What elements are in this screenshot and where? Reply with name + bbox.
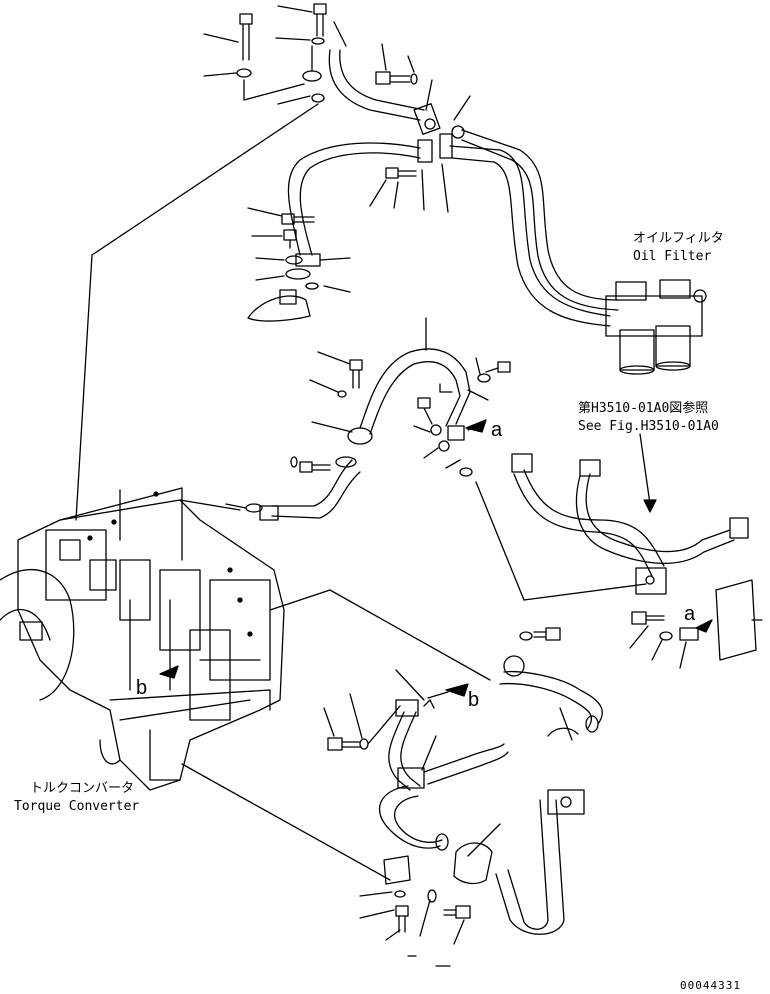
reference-label-en: See Fig.H3510-01A0 xyxy=(578,419,719,434)
crossover-pipes xyxy=(512,454,748,594)
center-hose xyxy=(348,349,470,444)
callout-b-lower: b xyxy=(468,689,480,711)
callout-b-housing: b xyxy=(136,677,148,699)
oil-filter-assembly xyxy=(606,280,706,374)
callout-a-upper: a xyxy=(491,419,503,441)
middle-hose-loop xyxy=(288,126,464,266)
callout-a-right: a xyxy=(684,603,696,625)
oil-filter-label-jp: オイルフィルタ xyxy=(633,231,724,246)
lower-tube-assembly xyxy=(380,656,603,934)
reference-label-jp: 第H3510-01A0図参照 xyxy=(578,401,709,416)
torque-converter-label-jp: トルクコンバータ xyxy=(30,781,135,796)
oil-filter-label-en: Oil Filter xyxy=(633,249,712,264)
upper-hose xyxy=(329,22,440,134)
drawing-part-number: 00044331 xyxy=(680,979,741,992)
transmission-housing xyxy=(0,488,284,790)
upper-left-bolt-group xyxy=(204,4,326,104)
torque-converter-label-en: Torque Converter xyxy=(14,799,140,814)
oil-filter-pipes xyxy=(450,130,618,326)
